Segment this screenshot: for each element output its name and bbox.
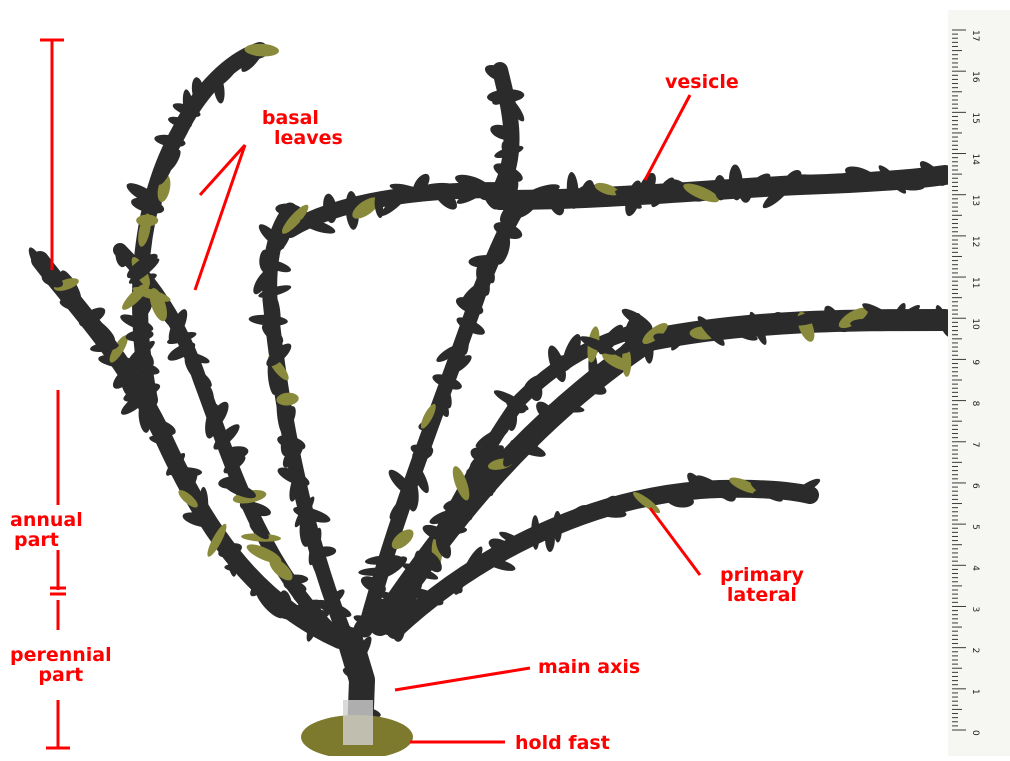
label-vesicle: vesicle	[665, 72, 739, 92]
ruler-number: 11	[970, 277, 980, 288]
label-primary-lateral-line1: primary	[720, 565, 804, 585]
label-main-axis: main axis	[538, 657, 640, 677]
ruler-number: 3	[970, 606, 980, 612]
label-perennial-part-line1: perennial	[10, 645, 112, 665]
ruler-number: 5	[970, 524, 980, 530]
ruler-number: 13	[970, 195, 980, 206]
label-primary-lateral-line2: lateral	[720, 585, 804, 605]
label-basal-leaves-line1: basal	[238, 108, 343, 128]
label-perennial-part: perennial part	[10, 645, 112, 685]
label-hold-fast: hold fast	[515, 733, 610, 753]
ruler-number: 12	[970, 236, 980, 247]
ruler-number: 7	[970, 442, 980, 448]
measurement-ruler: 01234567891011121314151617	[948, 10, 1010, 756]
ruler-number: 2	[970, 648, 980, 654]
ruler-number: 4	[970, 565, 980, 571]
ruler-number: 16	[970, 71, 980, 83]
ruler-ticks: 01234567891011121314151617	[948, 10, 1010, 756]
ruler-number: 10	[970, 318, 980, 330]
ruler-number: 6	[970, 483, 980, 489]
ruler-number: 1	[970, 689, 980, 695]
label-perennial-part-line2: part	[10, 665, 112, 685]
frond	[850, 319, 879, 329]
label-annual-part-line2: part	[14, 530, 83, 550]
ruler-number: 17	[970, 30, 980, 41]
ruler-number: 14	[970, 154, 980, 166]
label-basal-leaves-line2: leaves	[274, 128, 343, 148]
ruler-number: 0	[970, 730, 980, 736]
ruler-number: 8	[970, 401, 980, 407]
ruler-number: 15	[970, 112, 980, 123]
ruler-number: 9	[970, 359, 980, 365]
label-annual-part-line1: annual	[10, 510, 83, 530]
label-basal-leaves: basal leaves	[238, 108, 343, 148]
label-annual-part: annual part	[10, 510, 83, 550]
label-primary-lateral: primary lateral	[720, 565, 804, 605]
frond	[136, 215, 158, 227]
